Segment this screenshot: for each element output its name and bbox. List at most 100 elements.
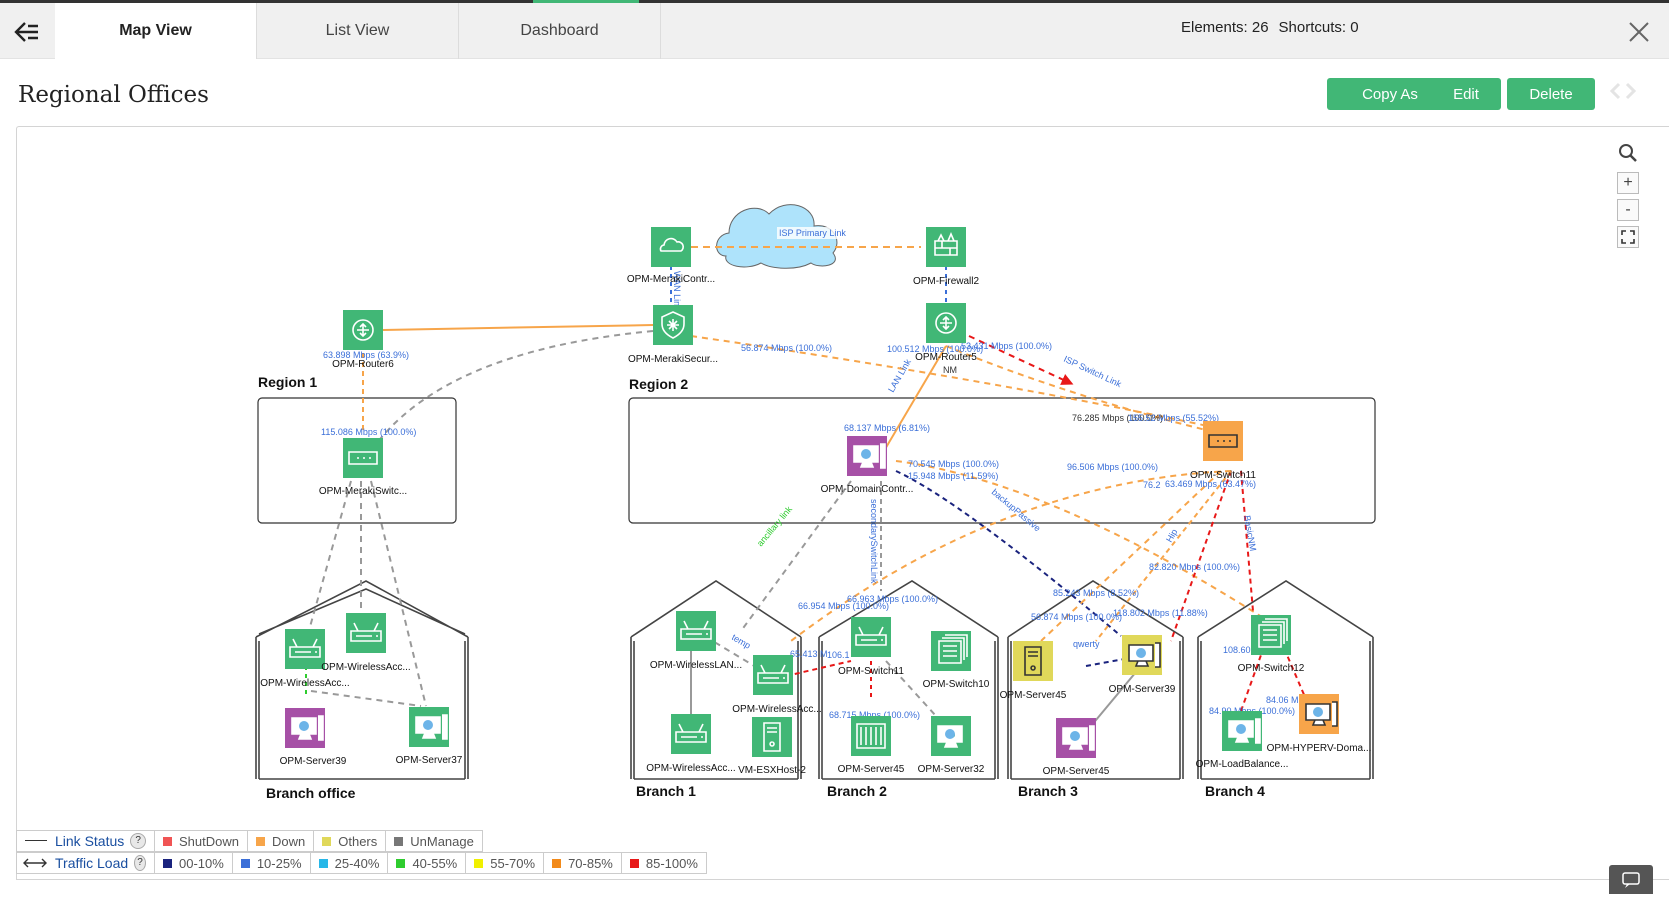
node-wap-icon[interactable] xyxy=(285,629,325,669)
node-pc-icon[interactable] xyxy=(847,436,887,476)
help-icon[interactable]: ? xyxy=(134,855,146,871)
node-linux-icon[interactable] xyxy=(931,716,971,756)
legend-swatch xyxy=(552,858,562,868)
node-label: OPM-DomainContr... xyxy=(821,484,914,495)
node-wap-icon[interactable] xyxy=(851,617,891,657)
legend-swatch xyxy=(629,858,639,868)
link-label: 85.243 Mbps (8.52%) xyxy=(1053,588,1139,598)
zoom-out-button[interactable]: - xyxy=(1617,199,1639,221)
delete-button[interactable]: Delete xyxy=(1507,78,1595,110)
link-label: 56.874 Mbps (100.0%) xyxy=(1031,612,1122,622)
node-stack-icon[interactable] xyxy=(1251,615,1291,655)
link-label: BasicNM xyxy=(1242,515,1258,552)
tab-map-view[interactable]: Map View xyxy=(55,3,257,59)
region-1-label: Region 1 xyxy=(258,374,317,390)
node-label: OPM-MerakiContr... xyxy=(627,274,715,285)
node-stack-icon[interactable] xyxy=(931,631,971,671)
node-switch-icon[interactable] xyxy=(343,438,383,478)
edit-button[interactable]: Edit xyxy=(1431,78,1501,110)
help-icon[interactable]: ? xyxy=(130,833,146,849)
branch-office-label: Branch office xyxy=(266,785,356,801)
link-label-group: ISP Primary Link 63.898 Mbps (63.9%) 56.… xyxy=(321,227,1314,720)
node-label: OPM-Server45 xyxy=(1000,690,1067,701)
node-label: OPM-WirelessAcc... xyxy=(732,704,821,715)
search-icon[interactable] xyxy=(1617,142,1639,164)
node-tile xyxy=(753,655,793,695)
tab-dashboard[interactable]: Dashboard xyxy=(459,3,661,59)
legend-swatch xyxy=(163,858,172,868)
node-pc-icon[interactable] xyxy=(409,707,449,747)
link-label: 15.948 Mbps (11.59%) xyxy=(908,471,998,481)
node-wap-icon[interactable] xyxy=(671,714,711,754)
link-label: secondarySwitchLink xyxy=(869,499,879,584)
link-label: ISP Primary Link xyxy=(779,228,846,238)
legend-item-label: 40-55% xyxy=(412,855,458,871)
chat-button[interactable] xyxy=(1609,865,1653,894)
link-status-legend: Link Status? ShutDown Down Others UnMana… xyxy=(16,830,483,852)
house-branch-3 xyxy=(1007,580,1184,780)
node-label: OPM-MerakiSwitc... xyxy=(319,486,407,497)
legend-item-label: 00-10% xyxy=(179,855,224,871)
branch-4-label: Branch 4 xyxy=(1205,783,1265,799)
link-label: WAN Link xyxy=(672,271,682,311)
node-glyph xyxy=(763,722,781,752)
node-srv-icon[interactable] xyxy=(1013,641,1053,681)
node-label: OPM-WirelessLAN... xyxy=(650,660,742,671)
globe-icon xyxy=(861,449,871,459)
node-glyph xyxy=(937,725,963,748)
node-glyph xyxy=(757,664,789,684)
node-glyph xyxy=(661,311,685,339)
link-label: ancillary link xyxy=(755,504,794,548)
prev-next-arrows-icon[interactable] xyxy=(1608,80,1638,102)
node-wap-icon[interactable] xyxy=(346,613,386,653)
node-glyph xyxy=(855,626,887,646)
link-label: 155.52 Mbps (55.52%) xyxy=(1128,413,1219,423)
link-label: qwerty xyxy=(1073,639,1100,649)
node-sec-icon[interactable] xyxy=(653,305,693,345)
node-label: OPM-WirelessAcc... xyxy=(260,678,349,689)
link-label: 108.609 xyxy=(1223,645,1256,655)
node-label: OPM-Server39 xyxy=(1109,684,1176,695)
zoom-in-button[interactable]: + xyxy=(1617,172,1639,194)
node-glyph xyxy=(289,638,321,658)
tab-list-view[interactable]: List View xyxy=(257,3,459,59)
node-srv-icon[interactable] xyxy=(752,717,792,757)
map-canvas[interactable]: Region 1 Region 2 Branch office Branch 1… xyxy=(16,126,1669,880)
node-pc-icon[interactable] xyxy=(1222,711,1262,751)
node-tile xyxy=(851,617,891,657)
node-pc-icon[interactable] xyxy=(285,708,325,748)
legend-item-label: Down xyxy=(271,833,306,849)
globe-icon xyxy=(1070,731,1080,741)
close-icon[interactable] xyxy=(1628,21,1650,43)
node-glyph xyxy=(856,723,886,749)
node-router-icon[interactable] xyxy=(926,303,966,343)
node-router-icon[interactable] xyxy=(343,310,383,350)
node-pc-icon[interactable] xyxy=(1122,635,1162,675)
link-label: 66.963 Mbps (100.0%) xyxy=(847,594,938,604)
globe-icon xyxy=(1136,648,1146,658)
node-pc-icon[interactable] xyxy=(1299,694,1339,734)
fullscreen-icon[interactable] xyxy=(1617,226,1639,248)
globe-icon xyxy=(1236,724,1246,734)
node-glyph xyxy=(348,451,378,465)
branch-1-label: Branch 1 xyxy=(636,783,696,799)
node-wap-icon[interactable] xyxy=(753,655,793,695)
legend-item: 55-70% xyxy=(466,853,545,873)
legend-item-label: 10-25% xyxy=(256,855,302,871)
node-label: OPM-Server45 xyxy=(838,764,905,775)
node-glyph xyxy=(659,237,684,252)
node-switch-icon[interactable] xyxy=(1203,421,1243,461)
link-label: 63.898 Mbps (63.9%) xyxy=(323,350,409,360)
node-glyph xyxy=(680,620,712,640)
node-fw-icon[interactable] xyxy=(926,227,966,267)
legend-swatch xyxy=(396,858,406,868)
back-arrow-icon[interactable] xyxy=(14,21,40,43)
node-label: OPM-Switch11 xyxy=(838,666,904,677)
node-cloud-icon[interactable] xyxy=(651,227,691,267)
elements-count: Elements: 26 xyxy=(1181,19,1269,36)
node-rack-icon[interactable] xyxy=(851,716,891,756)
link-label: 68.715 Mbps (100.0%) xyxy=(829,710,920,720)
node-wap-icon[interactable] xyxy=(676,611,716,651)
node-pc-icon[interactable] xyxy=(1056,718,1096,758)
legend-item: 10-25% xyxy=(233,853,311,873)
